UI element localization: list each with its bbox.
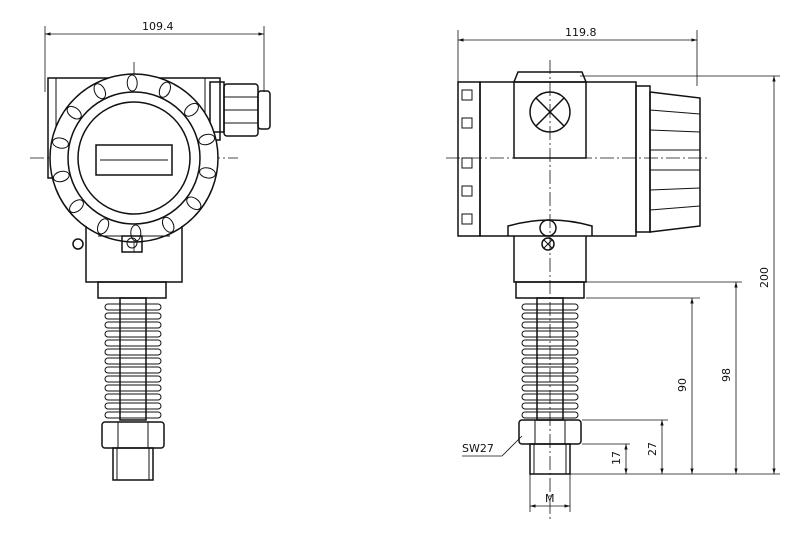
side-neck [507,219,593,283]
stem-fin [104,339,162,347]
cover-rib [130,224,142,242]
height-200-label: 200 [758,267,771,288]
front-cover [49,73,219,243]
height-dimension-98: 98 [720,282,738,474]
stem-fin [521,312,579,320]
cover-rib [96,218,110,235]
stem-fin [104,357,162,365]
stem-fin [104,321,162,329]
cover-rib [161,216,175,233]
wrench-size-callout: SW27 [462,435,523,457]
height-dimension-27: 27 [646,420,664,474]
front-view: 109.4 [30,20,271,481]
stem-fin [104,375,162,383]
thread-label: M [545,492,555,505]
front-cable-gland [209,81,271,137]
height-98-label: 98 [720,368,733,382]
stem-fin [521,303,579,311]
stem-fin [521,357,579,365]
front-hex-nut [101,421,165,481]
stem-fin [521,366,579,374]
height-dimension-90: 90 [676,298,694,474]
side-view: 119.8 [446,26,780,520]
cover-rib [199,167,216,179]
wrench-size-label: SW27 [462,442,494,455]
cover-rib [52,170,70,183]
stem-fin [104,303,162,311]
cover-rib [52,137,69,149]
stem-fin [521,393,579,401]
stem-fin [104,330,162,338]
stem-fin [521,348,579,356]
cover-ribs [52,74,216,242]
cover-rib [198,133,216,146]
cover-rib [93,83,107,100]
cover-rib [126,74,138,92]
height-90-label: 90 [676,378,689,392]
stem-fin [521,384,579,392]
stem-fin [104,402,162,410]
cover-rib [66,105,82,120]
cover-rib [158,81,172,98]
front-cooling-stem [97,281,167,421]
stem-fin [104,393,162,401]
stem-fin [521,330,579,338]
stem-fin [104,312,162,320]
height-dimension-200: 200 [758,76,776,474]
cover-rib [184,102,199,117]
stem-fin [521,402,579,410]
front-width-dimension: 109.4 [44,20,265,92]
stem-fin [521,321,579,329]
height-dimension-17: 17 [610,444,628,474]
front-width-label: 109.4 [142,20,174,33]
height-17-label: 17 [610,451,623,465]
stem-fin [521,375,579,383]
stem-fin [521,339,579,347]
stem-fin [521,411,579,419]
stem-fin [104,348,162,356]
stem-fin [104,411,162,419]
side-hex-nut [518,419,582,475]
side-cooling-stem [515,281,585,421]
cover-rib [69,199,84,214]
side-right-cover [635,85,701,233]
thread-dimension: M [529,474,571,512]
cover-rib [186,196,202,211]
stem-fin [104,366,162,374]
side-left-cap [457,81,481,237]
height-27-label: 27 [646,442,659,456]
side-housing-body [479,81,637,237]
side-width-label: 119.8 [565,26,597,39]
side-width-dimension: 119.8 [457,26,698,86]
stem-fin [104,384,162,392]
